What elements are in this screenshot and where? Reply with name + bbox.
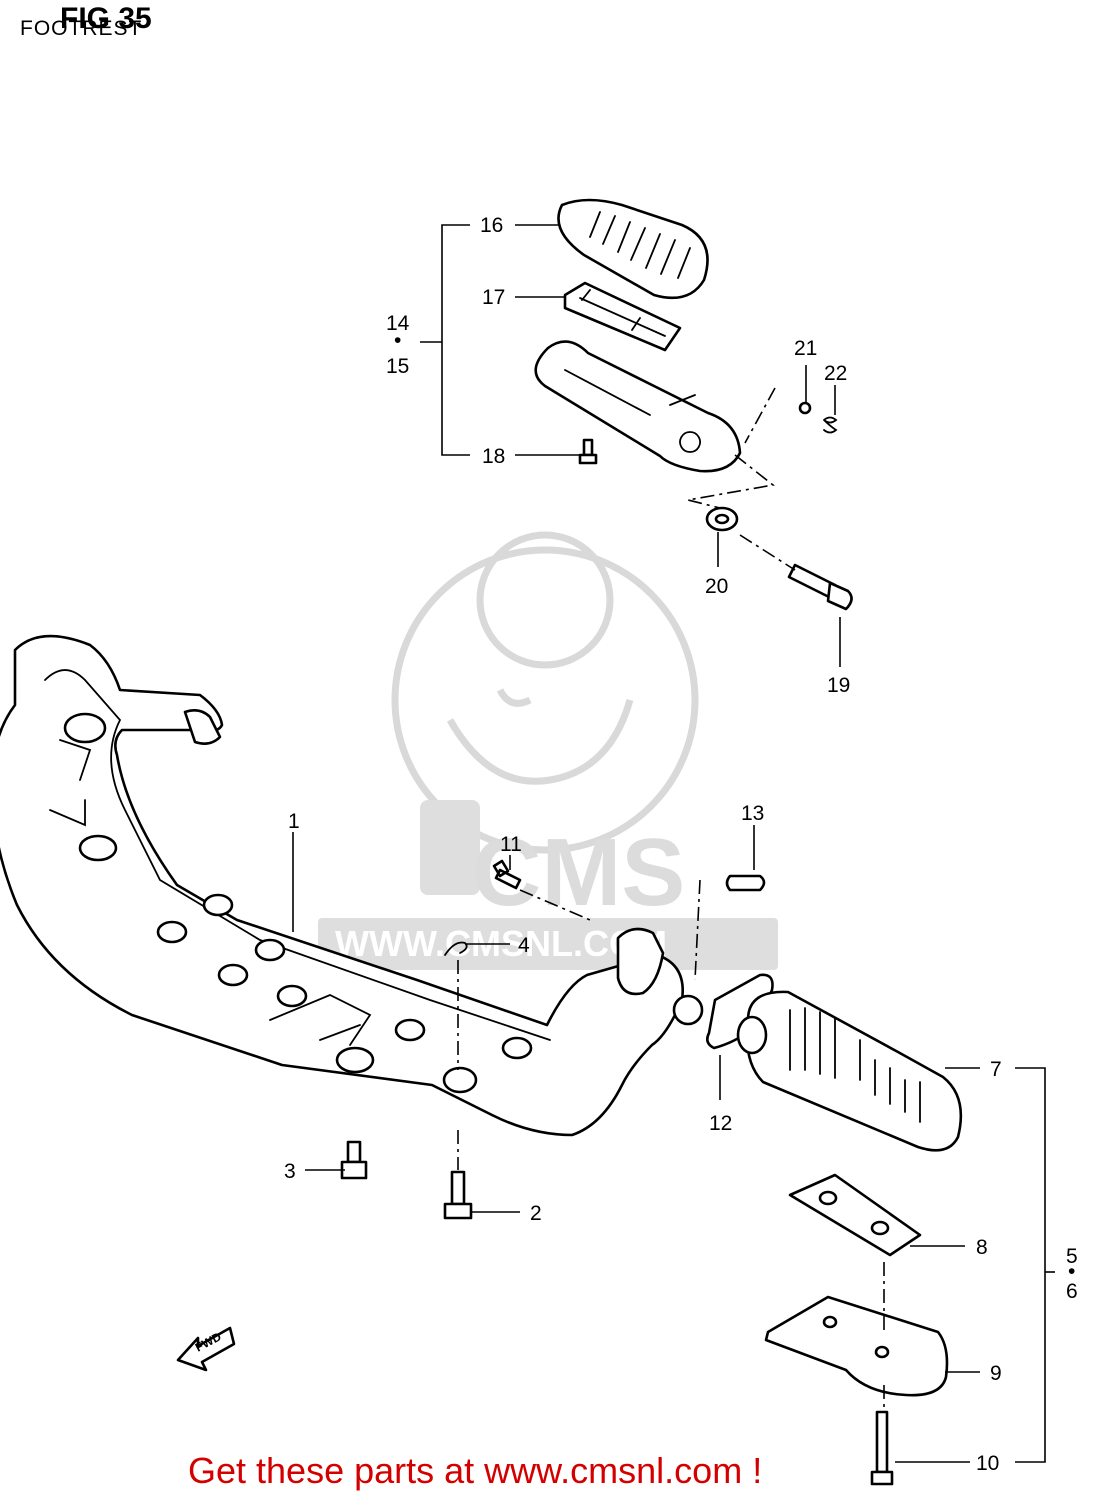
callout-14-15-separator: • <box>394 329 401 352</box>
centerline-pin-13 <box>694 879 701 981</box>
callout-9: 9 <box>990 1362 1002 1385</box>
callout-19: 19 <box>827 674 850 697</box>
figure-title: FIG 35 <box>60 2 152 35</box>
get-parts-link[interactable]: Get these parts at www.cmsnl.com ! <box>188 1450 763 1491</box>
part-20-washer <box>705 506 739 532</box>
part-19-pivot-bolt <box>787 563 853 611</box>
part-9-holder <box>764 1295 949 1397</box>
callout-21: 21 <box>794 337 817 360</box>
cms-watermark: CMS WWW.CMSNL.COM <box>318 531 778 970</box>
part-18-screw <box>578 438 598 465</box>
callout-3: 3 <box>284 1160 296 1183</box>
centerline-bolt-11 <box>519 889 591 921</box>
callout-5: 5 <box>1066 1245 1078 1268</box>
part-17-plate <box>563 281 682 352</box>
part-11-bolt <box>492 859 522 890</box>
callout-17: 17 <box>482 286 505 309</box>
part-21-ball <box>798 401 812 415</box>
callout-2: 2 <box>530 1202 542 1225</box>
bracket-14-15 <box>441 224 470 456</box>
part-8-plate <box>788 1173 922 1257</box>
part-footpeg-bracket <box>534 340 742 473</box>
centerline-upper-1 <box>744 387 776 444</box>
bracket-5-6 <box>1015 1067 1046 1463</box>
callout-6: 6 <box>1066 1280 1078 1303</box>
part-1-footrest-frame <box>0 634 704 1137</box>
callout-8: 8 <box>976 1236 988 1259</box>
callout-13: 13 <box>741 802 764 825</box>
part-22-spring <box>823 416 838 434</box>
part-13-pin <box>725 874 766 892</box>
part-12-plate <box>706 973 774 1050</box>
callout-4: 4 <box>518 934 530 957</box>
callout-12: 12 <box>709 1112 732 1135</box>
part-4-clip <box>444 941 468 956</box>
part-10-screw <box>870 1410 894 1486</box>
part-3-bolt <box>340 1140 368 1180</box>
fwd-direction-arrow: FWD <box>176 1326 236 1372</box>
figure-subtitle: FOOTREST <box>20 17 143 40</box>
callout-7: 7 <box>990 1058 1002 1081</box>
callout-11: 11 <box>500 833 522 856</box>
callout-5-6-separator: • <box>1068 1260 1075 1283</box>
callout-18: 18 <box>482 445 505 468</box>
callout-16: 16 <box>480 214 503 237</box>
callout-22: 22 <box>824 362 847 385</box>
centerline-upper-3 <box>739 534 796 571</box>
callout-10: 10 <box>976 1452 999 1475</box>
part-16-rubber-footpeg <box>557 198 709 300</box>
part-7-rubber-footpeg <box>736 990 963 1152</box>
callout-14: 14 <box>386 312 410 335</box>
part-2-bolt <box>443 1170 473 1220</box>
centerline-upper-2 <box>687 454 775 509</box>
callout-1: 1 <box>288 810 300 833</box>
callout-15: 15 <box>386 355 409 378</box>
callout-20: 20 <box>705 575 728 598</box>
